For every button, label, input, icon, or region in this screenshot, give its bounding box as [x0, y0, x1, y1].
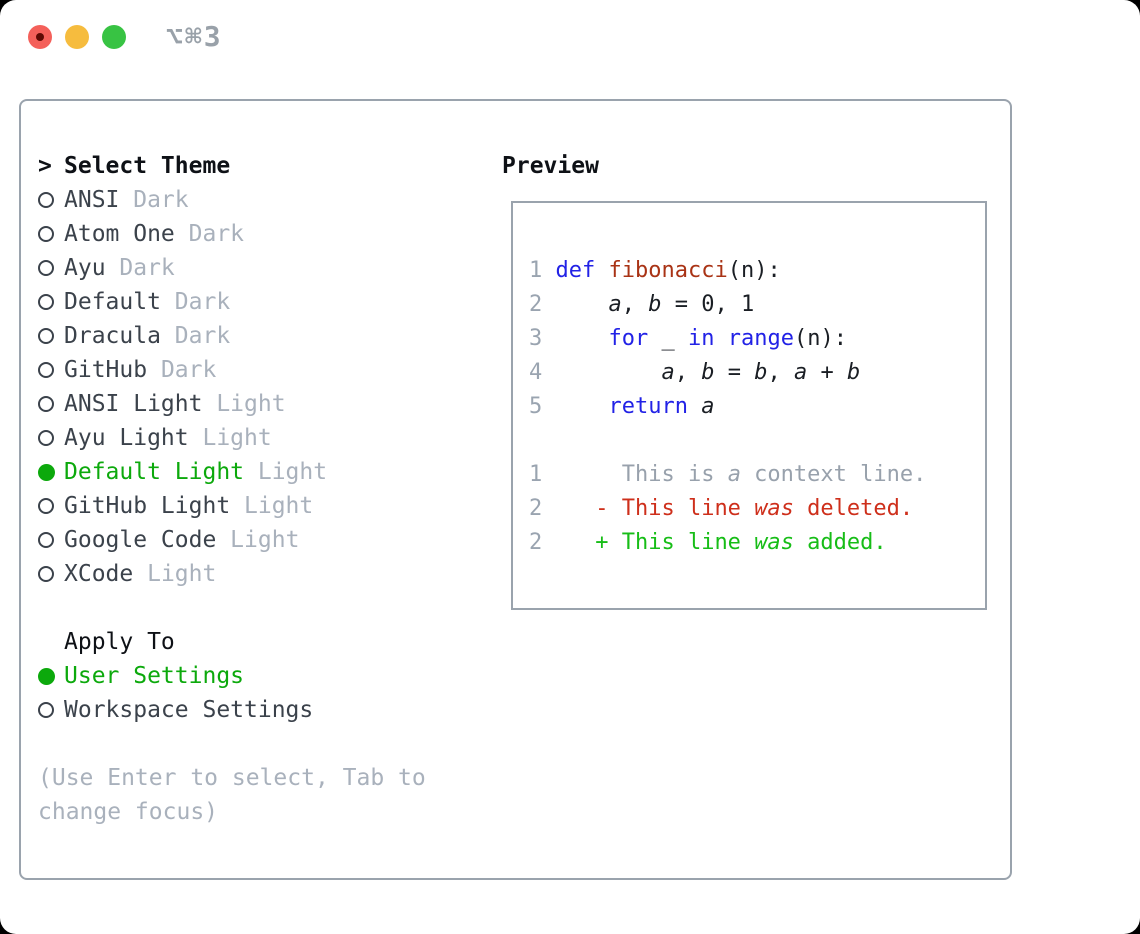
option-label: User Settings: [64, 663, 245, 689]
radio-icon: [38, 702, 64, 718]
radio-icon: [38, 226, 64, 242]
window-controls: [28, 25, 126, 49]
spacer: [38, 591, 426, 625]
spacer: [38, 727, 426, 761]
radio-selected-icon: [38, 463, 64, 481]
option-label: Ayu Light Light: [64, 425, 272, 451]
radio-icon: [38, 328, 64, 344]
apply-to-title: Apply To: [64, 629, 175, 655]
option-label: Default Light Light: [64, 459, 328, 485]
hint-line-1: (Use Enter to select, Tab to: [38, 765, 426, 791]
option-label: Atom One Dark: [64, 221, 245, 247]
code-line: 5 return a: [529, 393, 715, 419]
code-line: 2 a, b = 0, 1: [529, 291, 755, 317]
theme-item-github[interactable]: GitHub Dark: [38, 353, 426, 387]
code-line: 4 a, b = b, a + b: [529, 359, 861, 385]
select-theme-header: > Select Theme: [38, 149, 426, 183]
option-label: GitHub Light Light: [64, 493, 314, 519]
theme-item-ansi[interactable]: ANSI Dark: [38, 183, 426, 217]
theme-item-github-light[interactable]: GitHub Light Light: [38, 489, 426, 523]
radio-icon: [38, 192, 64, 208]
code-line: 3 for _ in range(n):: [529, 325, 847, 351]
code-line: 1 def fibonacci(n):: [529, 257, 781, 283]
radio-icon: [38, 260, 64, 276]
radio-icon: [38, 498, 64, 514]
theme-item-dracula[interactable]: Dracula Dark: [38, 319, 426, 353]
preview-code-box: 1 def fibonacci(n): 2 a, b = 0, 1 3 for _ …: [511, 201, 987, 610]
theme-item-ayu[interactable]: Ayu Dark: [38, 251, 426, 285]
radio-icon: [38, 430, 64, 446]
theme-item-default[interactable]: Default Dark: [38, 285, 426, 319]
code-line: [529, 423, 985, 457]
minimize-button[interactable]: [65, 25, 89, 49]
code-line: 1 This is a context line.: [529, 461, 927, 487]
theme-item-atom-one[interactable]: Atom One Dark: [38, 217, 426, 251]
theme-item-google-code[interactable]: Google Code Light: [38, 523, 426, 557]
focus-cursor-icon: >: [38, 153, 52, 179]
preview-title: Preview: [502, 153, 599, 179]
apply-to-header: Apply To: [38, 625, 426, 659]
radio-icon: [38, 396, 64, 412]
option-label: Workspace Settings: [64, 697, 314, 723]
zoom-button[interactable]: [102, 25, 126, 49]
theme-item-ayu-light[interactable]: Ayu Light Light: [38, 421, 426, 455]
hint-line-2: change focus): [38, 799, 219, 825]
option-label: Google Code Light: [64, 527, 300, 553]
radio-icon: [38, 532, 64, 548]
theme-item-default-light[interactable]: Default Light Light: [38, 455, 426, 489]
option-label: ANSI Light Light: [64, 391, 286, 417]
radio-icon: [38, 566, 64, 582]
keyboard-shortcut-label: ⌥⌘3: [166, 20, 223, 53]
option-label: ANSI Dark: [64, 187, 189, 213]
theme-item-ansi-light[interactable]: ANSI Light Light: [38, 387, 426, 421]
option-label: Ayu Dark: [64, 255, 175, 281]
option-label: Dracula Dark: [64, 323, 231, 349]
option-label: GitHub Dark: [64, 357, 217, 383]
theme-item-xcode[interactable]: XCode Light: [38, 557, 426, 591]
radio-selected-icon: [38, 667, 64, 685]
radio-icon: [38, 362, 64, 378]
select-theme-title: Select Theme: [64, 153, 231, 179]
radio-icon: [38, 294, 64, 310]
apply-item-user-settings[interactable]: User Settings: [38, 659, 426, 693]
code-line: 2 - This line was deleted.: [529, 495, 914, 521]
close-button[interactable]: [28, 25, 52, 49]
option-label: XCode Light: [64, 561, 217, 587]
apply-item-workspace-settings[interactable]: Workspace Settings: [38, 693, 426, 727]
code-lines: 1 def fibonacci(n): 2 a, b = 0, 1 3 for _ …: [529, 253, 985, 559]
option-label: Default Dark: [64, 289, 231, 315]
code-line: 2 + This line was added.: [529, 529, 887, 555]
